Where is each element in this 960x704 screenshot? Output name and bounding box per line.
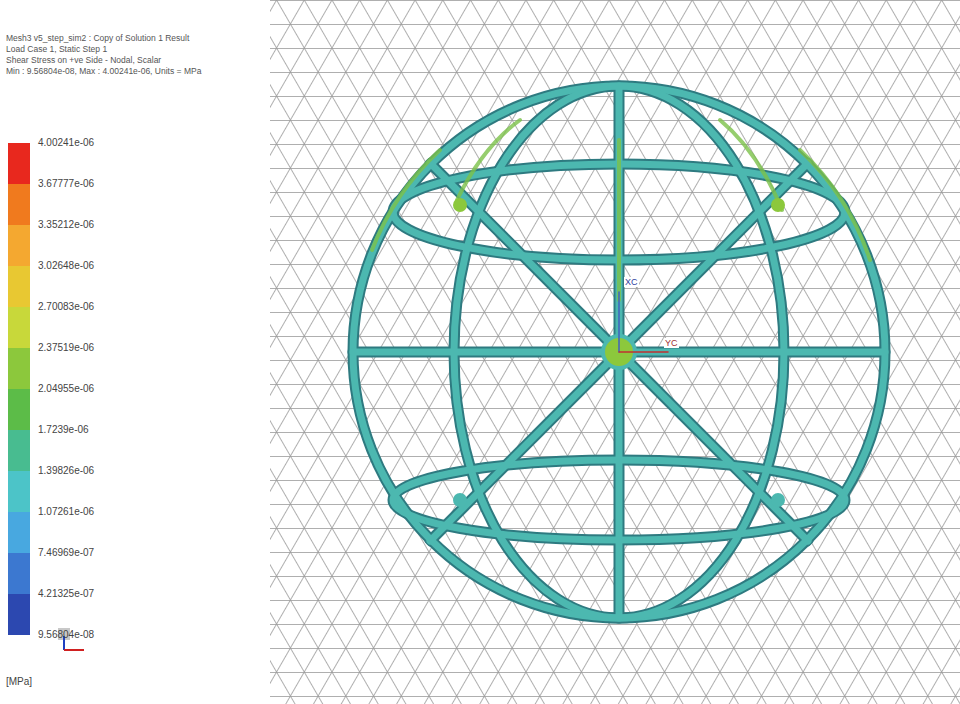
header-text: Shear Stress on +ve Side - Nodal, Scalar	[6, 56, 161, 66]
color-bar-value: 1.7239e-06	[38, 424, 89, 436]
units-label: [MPa]	[6, 676, 32, 688]
color-bar-value: 9.56804e-08	[38, 629, 94, 641]
color-bar-value: 2.04955e-06	[38, 383, 94, 395]
axis-label: YC	[664, 338, 679, 348]
background-mesh	[270, 0, 960, 704]
color-bar-value: 3.67777e-06	[38, 178, 94, 190]
color-bar-value: 7.46969e-07	[38, 547, 94, 559]
header-text: Load Case 1, Static Step 1	[6, 45, 107, 55]
header-text: Min : 9.56804e-08, Max : 4.00241e-06, Un…	[6, 67, 201, 77]
color-bar-value: 3.02648e-06	[38, 260, 94, 272]
color-bar-value: 4.21325e-07	[38, 588, 94, 600]
color-bar-value: 2.37519e-06	[38, 342, 94, 354]
color-bar-value: 4.00241e-06	[38, 137, 94, 149]
color-bar-value: 3.35212e-06	[38, 219, 94, 231]
color-bar-value: 1.07261e-06	[38, 506, 94, 518]
color-bar	[8, 143, 30, 635]
header-text: Mesh3 v5_step_sim2 : Copy of Solution 1 …	[6, 34, 189, 44]
sphere-frame	[353, 86, 885, 618]
color-bar-value: 1.39826e-06	[38, 465, 94, 477]
axis-label: XC	[624, 277, 639, 287]
color-bar-value: 2.70083e-06	[38, 301, 94, 313]
